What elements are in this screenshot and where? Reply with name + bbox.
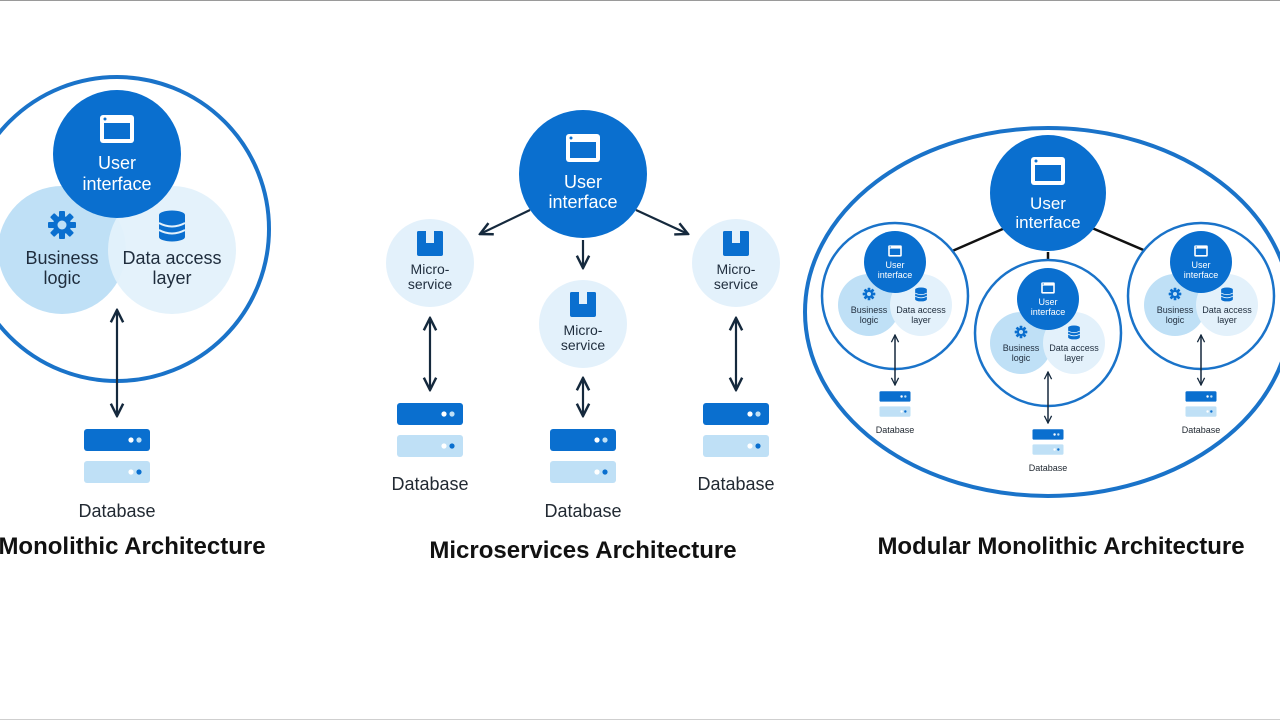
business-line1: Business [1003, 343, 1040, 353]
database-label: Database [1182, 425, 1221, 435]
ui-label-line2: interface [82, 174, 151, 194]
server-icon [84, 429, 150, 483]
data-access-node [108, 186, 236, 314]
gear-icon [1168, 287, 1182, 301]
module-ui-node [1017, 268, 1079, 330]
user-interface-node [53, 90, 181, 218]
server-icon [397, 403, 463, 457]
window-icon [888, 245, 902, 257]
window-icon [1194, 245, 1208, 257]
module-ui-line1: User [1038, 297, 1057, 307]
database-stack-icon [1220, 287, 1234, 302]
database-label: Database [876, 425, 915, 435]
server-icon [703, 403, 769, 457]
business-label-line2: logic [43, 268, 80, 288]
module-ui-line2: interface [1184, 270, 1219, 280]
user-interface-node [519, 110, 647, 238]
connector-left [949, 226, 1006, 254]
gear-icon [862, 287, 876, 301]
module-ui-line1: User [1191, 260, 1210, 270]
box-icon [570, 292, 596, 317]
window-icon [1041, 282, 1055, 294]
microservices-title: Microservices Architecture [429, 537, 736, 564]
business-line2: logic [1012, 353, 1031, 363]
microservices-section: User interface Micro- service Database M… [386, 110, 780, 564]
server-icon [550, 429, 616, 483]
microservice-label-line1: Micro- [717, 261, 756, 277]
module-ui-line2: interface [1031, 307, 1066, 317]
module-ui-line2: interface [878, 270, 913, 280]
data-access-line1: Data access [896, 305, 946, 315]
data-access-line2: layer [1064, 353, 1084, 363]
microservice-label-line1: Micro- [411, 261, 450, 277]
modular-title: Modular Monolithic Architecture [877, 533, 1244, 560]
database-label: Database [78, 501, 155, 521]
ui-label-line1: User [98, 153, 136, 173]
microservice-label-line2: service [408, 276, 453, 292]
ui-label-line2: interface [1015, 213, 1080, 232]
business-logic-node [0, 186, 126, 314]
module-left: User interface Business logic Data acces… [820, 221, 970, 435]
database-stack-icon [158, 209, 186, 243]
ui-label-line1: User [564, 172, 602, 192]
microservice-label-line2: service [714, 276, 759, 292]
data-access-label-line1: Data access [122, 248, 221, 268]
module-middle: User interface Business logic Data acces… [973, 258, 1123, 473]
microservice-label-line2: service [561, 337, 606, 353]
arrow-to-left-service [480, 209, 531, 234]
database-stack-icon [914, 287, 928, 302]
connector-right [1091, 226, 1149, 254]
module-right: User interface Business logic Data acces… [1126, 221, 1276, 435]
data-access-line2: layer [911, 315, 931, 325]
window-icon [1031, 157, 1065, 185]
business-line2: logic [1166, 315, 1185, 325]
monolithic-section: User interface Business logic Data acces… [0, 75, 271, 560]
arrow-to-right-service [635, 209, 688, 234]
microservice-label-line1: Micro- [564, 322, 603, 338]
window-icon [566, 134, 600, 162]
business-label-line1: Business [25, 248, 98, 268]
ui-label-line1: User [1030, 194, 1066, 213]
database-stack-icon [1067, 325, 1081, 340]
module-ui-line1: User [885, 260, 904, 270]
gear-icon [48, 211, 76, 239]
top-border [0, 0, 1280, 1]
business-line1: Business [851, 305, 888, 315]
business-line1: Business [1157, 305, 1194, 315]
gear-icon [1014, 325, 1028, 339]
box-icon [723, 231, 749, 256]
modular-section: User interface User interface Business l… [803, 126, 1280, 560]
data-access-line1: Data access [1202, 305, 1252, 315]
database-label: Database [1029, 463, 1068, 473]
data-access-line2: layer [1217, 315, 1237, 325]
microservice-node-middle [539, 280, 627, 368]
user-interface-node [990, 135, 1106, 251]
data-access-label-line2: layer [152, 268, 191, 288]
monolithic-title: Monolithic Architecture [0, 533, 266, 560]
box-icon [417, 231, 443, 256]
module-ui-node [1170, 231, 1232, 293]
window-icon [100, 115, 134, 143]
business-line2: logic [860, 315, 879, 325]
database-label: Database [697, 474, 774, 494]
microservice-node-left [386, 219, 474, 307]
database-label: Database [544, 501, 621, 521]
data-access-line1: Data access [1049, 343, 1099, 353]
microservice-node-right [692, 219, 780, 307]
module-ui-node [864, 231, 926, 293]
ui-label-line2: interface [548, 192, 617, 212]
database-label: Database [391, 474, 468, 494]
